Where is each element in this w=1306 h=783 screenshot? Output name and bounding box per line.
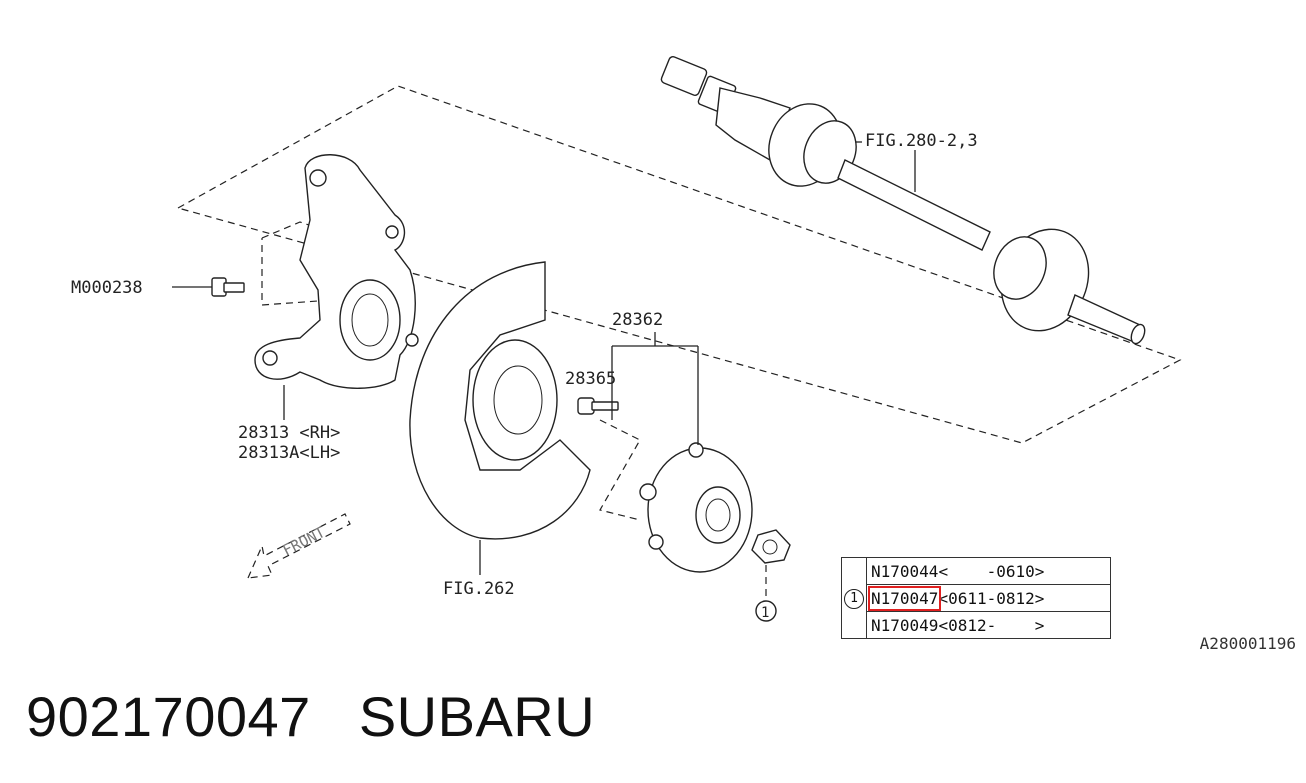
table-row: N170049<0812- > bbox=[842, 611, 1111, 639]
caption-part-number: 902170047 bbox=[26, 685, 311, 748]
assembly-boundary bbox=[176, 85, 1182, 444]
diagram-code: A280001196 bbox=[1199, 634, 1296, 653]
part-range: <0812- > bbox=[938, 615, 1045, 635]
label-28362: 28362 bbox=[612, 310, 663, 330]
part-cell-highlighted[interactable]: N170047<0611-0812> bbox=[866, 584, 1111, 612]
part-number-highlighted: N170047 bbox=[867, 585, 942, 611]
ref-callout-circle bbox=[755, 600, 777, 622]
front-label: FRONT bbox=[280, 523, 328, 560]
axle-nut bbox=[751, 529, 791, 564]
bolt-m000238 bbox=[211, 277, 245, 297]
label-28365: 28365 bbox=[565, 369, 616, 389]
drive-shaft bbox=[660, 56, 1146, 345]
projection-lines bbox=[261, 221, 333, 306]
ref-callout-number: 1 bbox=[761, 605, 769, 621]
table-row: 1 N170044< -0610> bbox=[841, 557, 1111, 639]
hub-bearing bbox=[599, 419, 753, 573]
label-fig-280: FIG.280-2,3 bbox=[865, 131, 978, 151]
steering-knuckle bbox=[254, 154, 419, 389]
part-cell[interactable]: N170044< -0610> bbox=[866, 557, 1111, 585]
part-number: N170044 bbox=[871, 561, 939, 581]
part-number: N170049 bbox=[871, 615, 939, 635]
ref-circle: 1 bbox=[844, 589, 864, 609]
parts-diagram: FRONT FIG.280-2,3 M000238 28362 28365 28… bbox=[71, 56, 1182, 622]
part-range: <0611-0812> bbox=[938, 588, 1045, 608]
part-range: < -0610> bbox=[938, 561, 1045, 581]
dust-shield bbox=[409, 261, 591, 540]
label-28313a-lh: 28313A<LH> bbox=[238, 443, 340, 463]
label-28313-rh: 28313 <RH> bbox=[238, 423, 340, 443]
caption: 902170047 SUBARU bbox=[26, 684, 643, 749]
parts-table: 1 N170044< -0610> N170047<0611-0812> N17… bbox=[841, 557, 1111, 639]
label-fig-262: FIG.262 bbox=[443, 579, 515, 599]
part-cell[interactable]: N170049<0812- > bbox=[866, 611, 1111, 639]
label-m000238: M000238 bbox=[71, 278, 143, 298]
ref-cell: 1 bbox=[841, 557, 867, 639]
front-arrow-icon bbox=[247, 513, 351, 579]
table-row: N170047<0611-0812> bbox=[842, 584, 1111, 612]
caption-brand: SUBARU bbox=[358, 685, 596, 748]
